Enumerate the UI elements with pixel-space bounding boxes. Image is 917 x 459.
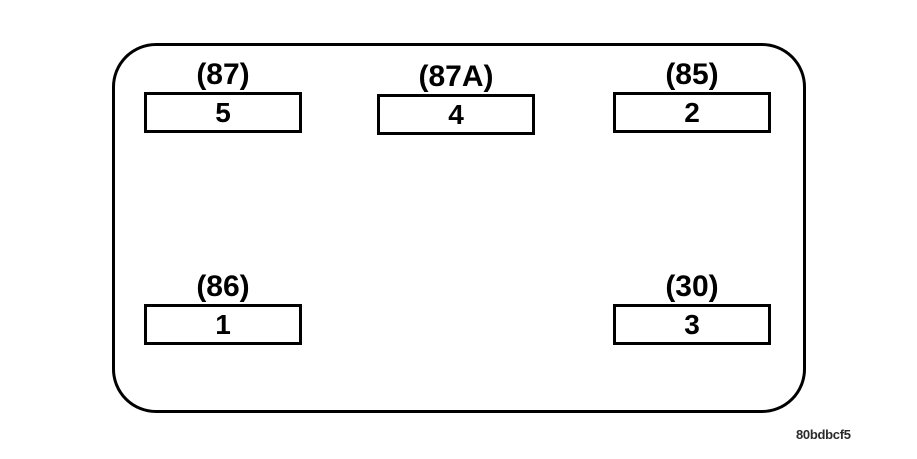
terminal-86-box: 1	[144, 304, 302, 345]
terminal-86-number: 1	[215, 308, 231, 340]
terminal-85: (85) 2	[613, 58, 771, 133]
terminal-87a-number: 4	[448, 98, 464, 130]
terminal-85-number: 2	[684, 96, 700, 128]
terminal-87-label: (87)	[196, 58, 250, 91]
terminal-86-label: (86)	[196, 270, 250, 303]
terminal-85-label: (85)	[665, 58, 719, 91]
terminal-85-box: 2	[613, 92, 771, 133]
terminal-87-box: 5	[144, 92, 302, 133]
terminal-87a: (87A) 4	[377, 60, 535, 135]
terminal-87-number: 5	[215, 96, 231, 128]
terminal-30-box: 3	[613, 304, 771, 345]
relay-body-outline	[112, 43, 806, 413]
terminal-87: (87) 5	[144, 58, 302, 133]
terminal-30: (30) 3	[613, 270, 771, 345]
figure-reference-code: 80bdbcf5	[796, 427, 851, 442]
terminal-30-number: 3	[684, 308, 700, 340]
terminal-87a-box: 4	[377, 94, 535, 135]
terminal-30-label: (30)	[665, 270, 719, 303]
terminal-86: (86) 1	[144, 270, 302, 345]
terminal-87a-label: (87A)	[418, 60, 494, 93]
